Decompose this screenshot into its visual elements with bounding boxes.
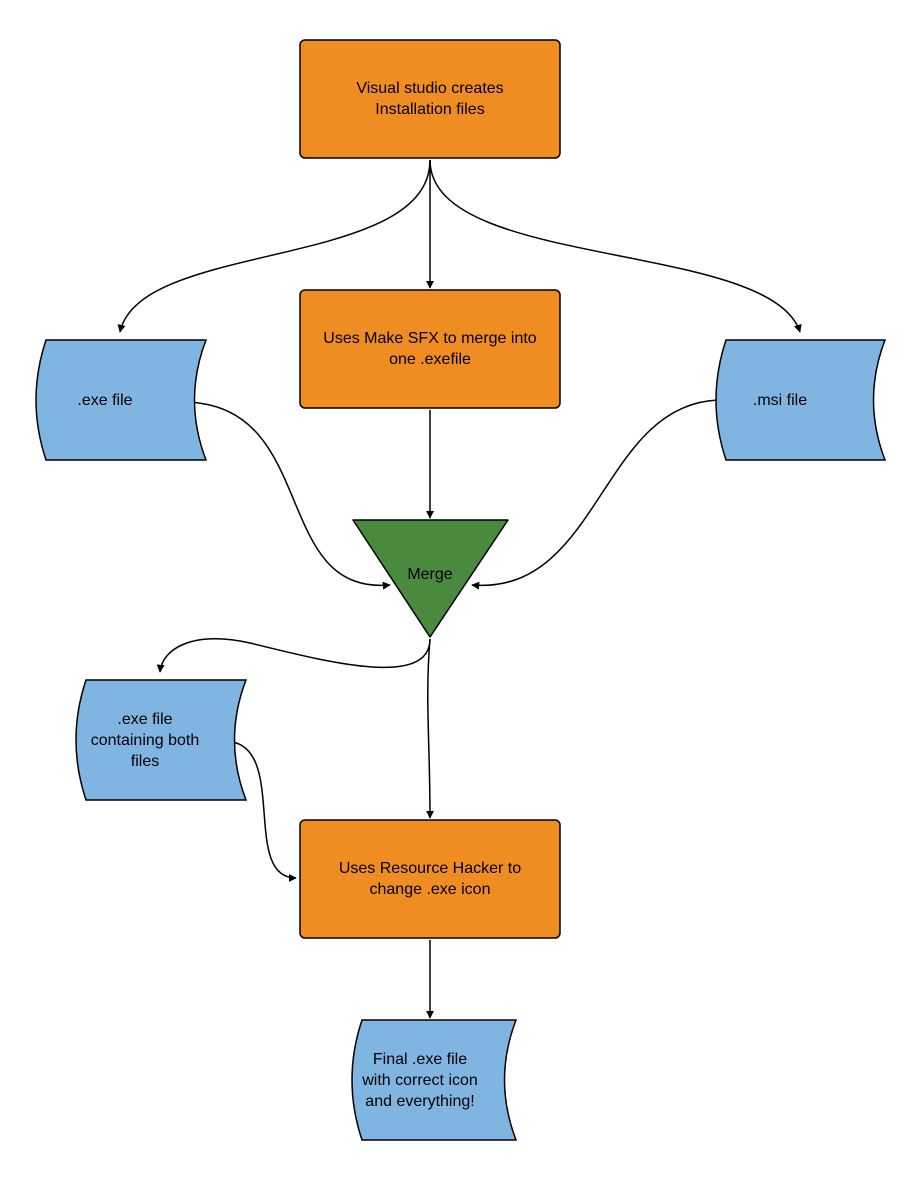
msi-file-label: .msi file <box>752 391 808 409</box>
exe-containing-both-shape <box>75 679 248 801</box>
visual-studio-creates-box <box>299 39 561 159</box>
final-exe-label: Final .exe file with correct icon and ev… <box>362 1050 478 1110</box>
arrow-merge-to-exe-both <box>156 638 431 673</box>
exe-file-shape <box>35 339 208 461</box>
arrow-exe-file-to-merge <box>184 401 391 590</box>
arrow-exe-both-to-resource-hacker <box>224 740 297 882</box>
resource-hacker-box <box>299 819 561 939</box>
msi-file-shape <box>715 339 887 461</box>
final-exe-shape <box>351 1019 518 1141</box>
arrow-msi-file-to-merge <box>471 399 719 590</box>
arrow-merge-to-resource-hacker <box>425 638 434 819</box>
arrow-vs-to-exe-file <box>117 159 431 333</box>
edges-layer <box>117 159 802 1019</box>
exe-file-label: .exe file <box>77 391 133 409</box>
exe-containing-both-label: .exe file containing both files <box>90 710 200 770</box>
merge-label: Merge <box>407 565 453 583</box>
make-sfx-box <box>299 289 561 409</box>
resource-hacker-label: Uses Resource Hacker to change .exe icon <box>338 860 522 898</box>
arrow-vs-to-msi-file <box>429 159 802 333</box>
make-sfx-label: Uses Make SFX to merge into one .exefile <box>323 330 537 368</box>
merge-triangle <box>352 519 509 638</box>
shapes-layer <box>35 39 887 1141</box>
visual-studio-creates-label: Visual studio creates Installation files <box>356 80 504 118</box>
